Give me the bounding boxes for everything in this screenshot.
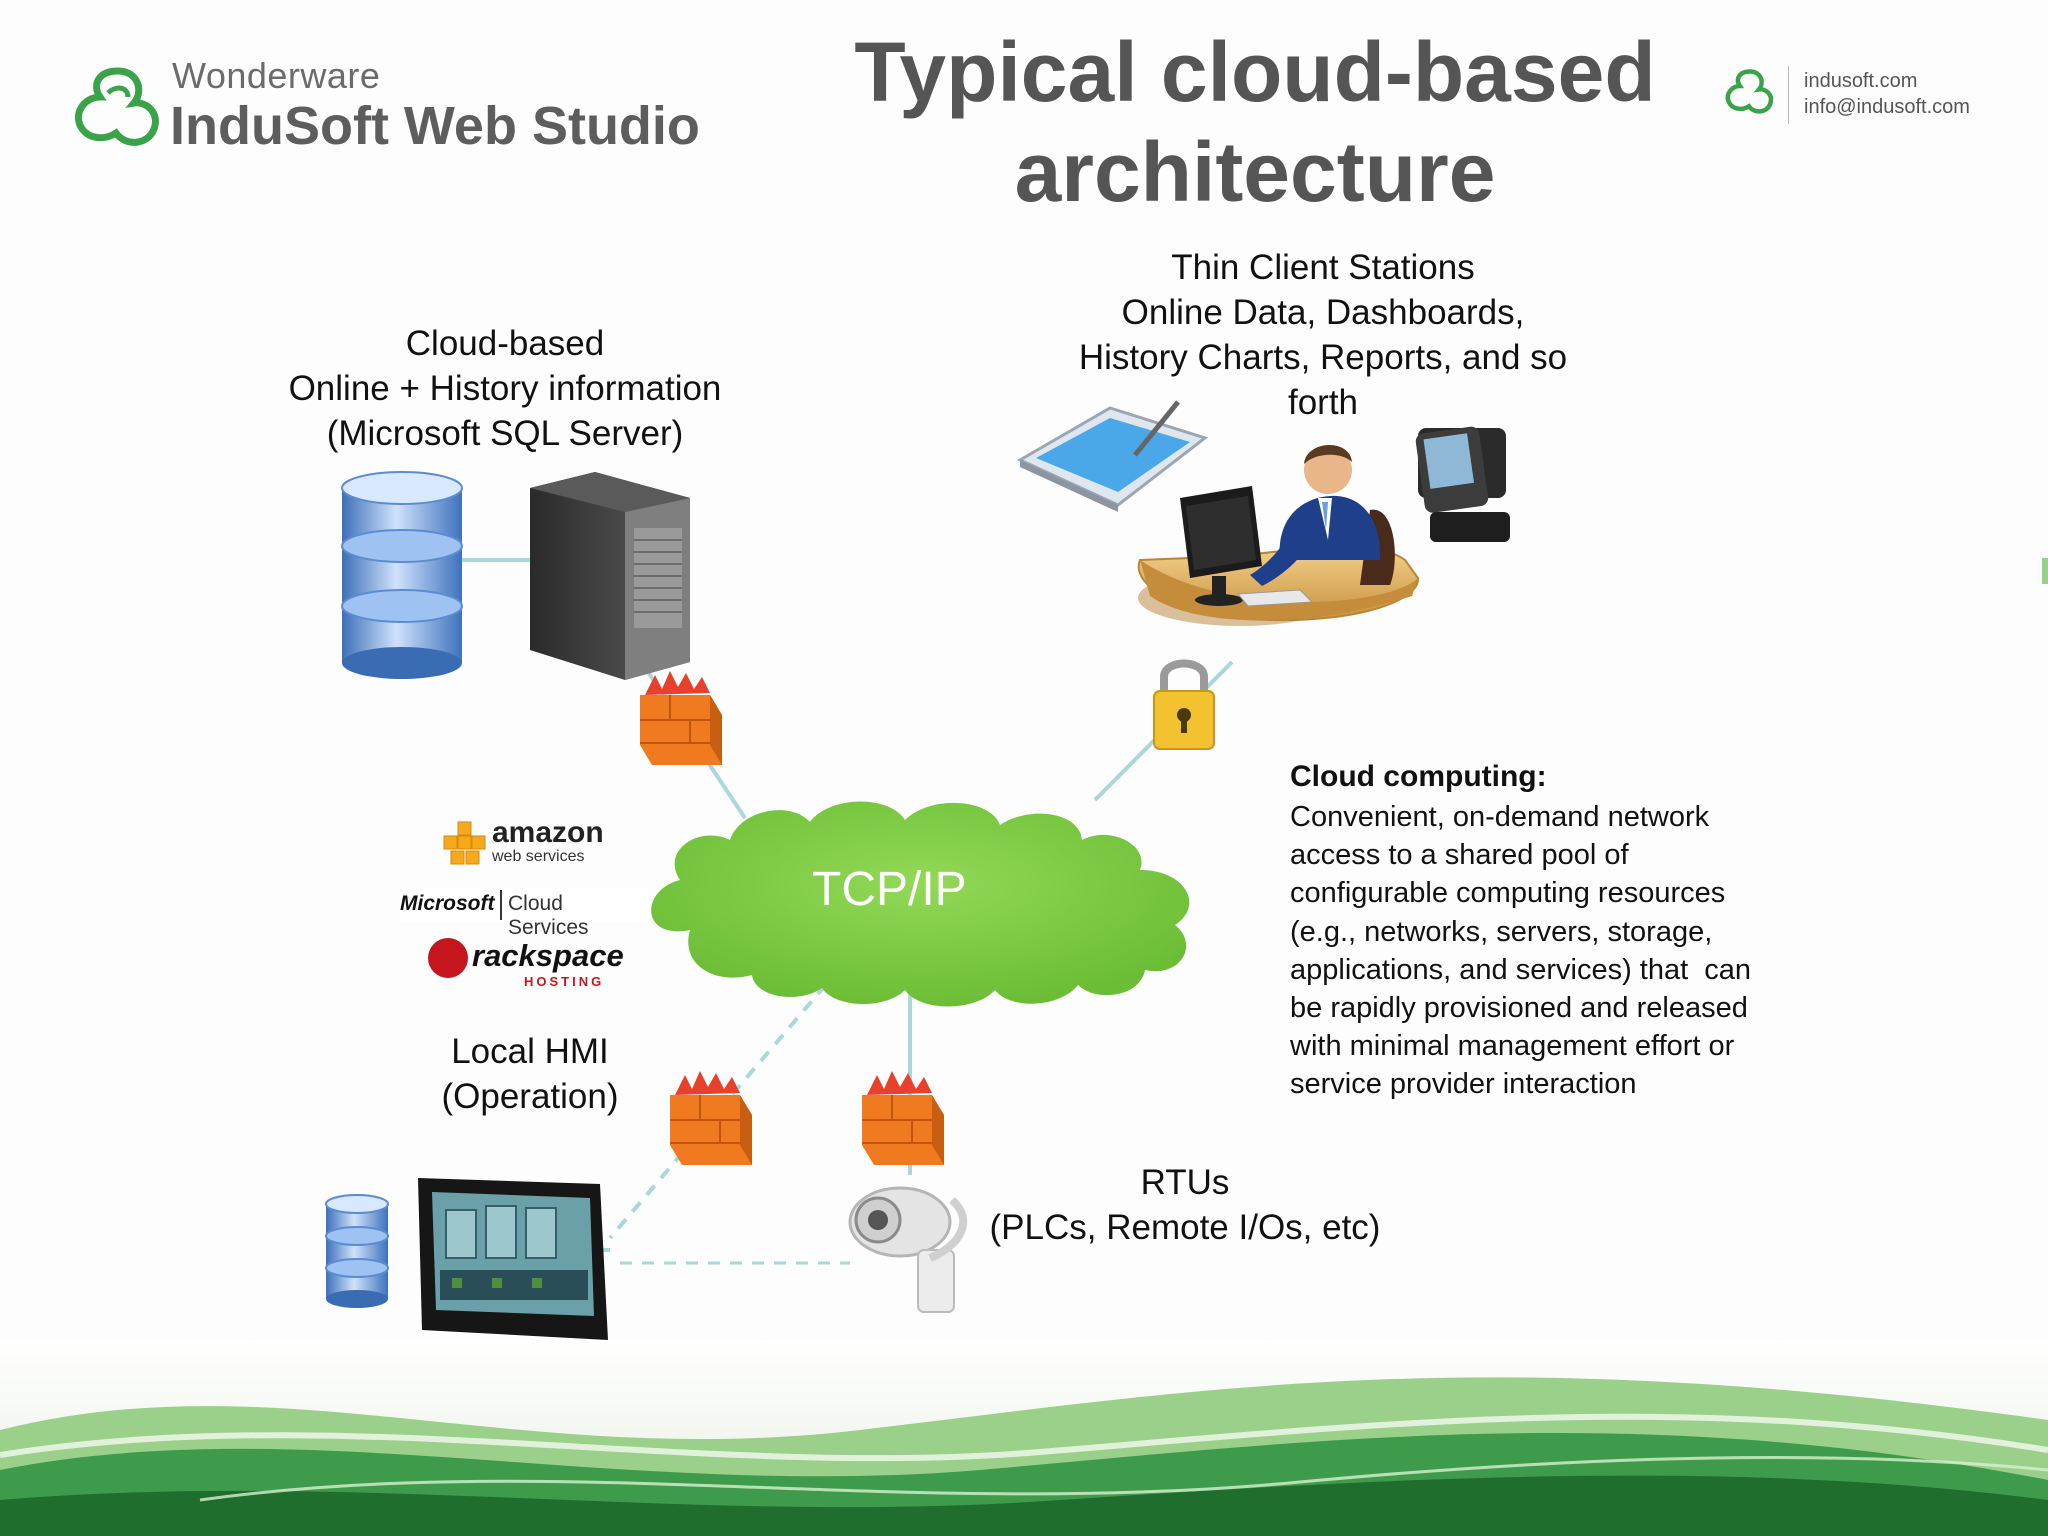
indusoft-logo-icon — [1725, 69, 1774, 114]
thin-client-label: Thin Client Stations Online Data, Dashbo… — [1040, 245, 1606, 425]
description-line: configurable computing resources — [1290, 877, 1726, 910]
title-line-1: Typical cloud-based — [854, 25, 1656, 119]
cloud-db-label-line: (Microsoft SQL Server) — [326, 414, 684, 453]
pda-icon — [1415, 426, 1510, 542]
tcpip-cloud — [651, 801, 1190, 1007]
amazon-cubes-icon — [443, 821, 486, 865]
description-line: with minimal management effort or — [1290, 1030, 1735, 1063]
database-icon — [325, 1194, 389, 1308]
contact-divider — [1788, 66, 1789, 124]
rackspace-emblem-icon — [428, 938, 468, 978]
page-title: Typical cloud-based architecture — [820, 22, 1690, 222]
local-hmi-label: Local HMI (Operation) — [400, 1029, 660, 1119]
rackspace-subtext: HOSTING — [524, 974, 605, 989]
description-body: Convenient, on-demand network access to … — [1290, 798, 1850, 1104]
database-icon — [341, 471, 463, 679]
cloud-db-label-line: Cloud-based — [405, 324, 605, 363]
tcpip-label: TCP/IP — [812, 863, 967, 916]
thin-client-label-line: History Charts, Reports, and so — [1078, 338, 1568, 377]
cloud-db-label: Cloud-based Online + History information… — [240, 321, 770, 456]
local-hmi-label-line: Local HMI — [451, 1032, 609, 1071]
contact-block: indusoft.com info@indusoft.com — [1722, 62, 2022, 132]
cloud-computing-description: Cloud computing: Convenient, on-demand n… — [1290, 760, 1850, 1104]
description-line: access to a shared pool of — [1290, 839, 1629, 872]
contact-site: indusoft.com — [1804, 70, 1918, 92]
title-line-2: architecture — [1014, 125, 1496, 219]
tablet-icon — [1016, 400, 1209, 512]
brand-logo: Wonderware InduSoft Web Studio — [68, 55, 768, 156]
edge-accent — [2042, 558, 2048, 584]
brand-big-text: InduSoft Web Studio — [170, 96, 700, 156]
rtu-label-line: RTUs — [1140, 1163, 1230, 1202]
description-line: Convenient, on-demand network — [1290, 801, 1710, 833]
rtu-camera-icon — [848, 1186, 968, 1313]
rtu-label-line: (PLCs, Remote I/Os, etc) — [989, 1208, 1381, 1247]
microsoft-subtext: Cloud Services — [508, 892, 589, 939]
firewall-icon — [670, 1071, 752, 1165]
rtu-label: RTUs (PLCs, Remote I/Os, etc) — [960, 1160, 1410, 1250]
description-line: (e.g., networks, servers, storage, — [1290, 915, 1713, 948]
amazon-web-services-logo: amazon web services — [442, 816, 612, 874]
rackspace-hosting-logo: rackspace HOSTING — [428, 938, 628, 994]
hmi-panel-icon — [418, 1178, 608, 1340]
firewall-icon — [640, 671, 722, 765]
wonderware-logo-icon — [75, 67, 159, 146]
padlock-icon — [1153, 659, 1215, 750]
rackspace-wordmark: rackspace — [472, 938, 624, 973]
microsoft-cloud-services-logo: Microsoft Cloud Services — [400, 888, 648, 939]
description-line: applications, and services) that can — [1290, 953, 1752, 986]
firewall-icon — [862, 1071, 944, 1165]
microsoft-divider — [500, 890, 502, 920]
contact-email: info@indusoft.com — [1804, 96, 1970, 118]
amazon-subtext: web services — [492, 848, 585, 865]
workstation-icon — [1137, 444, 1420, 626]
description-line: service provider interaction — [1290, 1068, 1637, 1101]
thin-client-label-line: Thin Client Stations — [1171, 248, 1475, 287]
cloud-db-label-line: Online + History information — [288, 369, 722, 408]
amazon-wordmark: amazon — [492, 816, 604, 849]
description-line: be rapidly provisioned and released — [1290, 992, 1748, 1025]
microsoft-wordmark: Microsoft — [400, 892, 495, 915]
footer-wave — [0, 1340, 2048, 1536]
description-title: Cloud computing: — [1290, 760, 1547, 793]
brand-small-text: Wonderware — [172, 55, 381, 96]
thin-client-label-line: Online Data, Dashboards, — [1121, 293, 1525, 332]
server-tower-icon — [530, 472, 690, 680]
local-hmi-label-line: (Operation) — [441, 1077, 619, 1116]
thin-client-label-line: forth — [1287, 383, 1359, 422]
